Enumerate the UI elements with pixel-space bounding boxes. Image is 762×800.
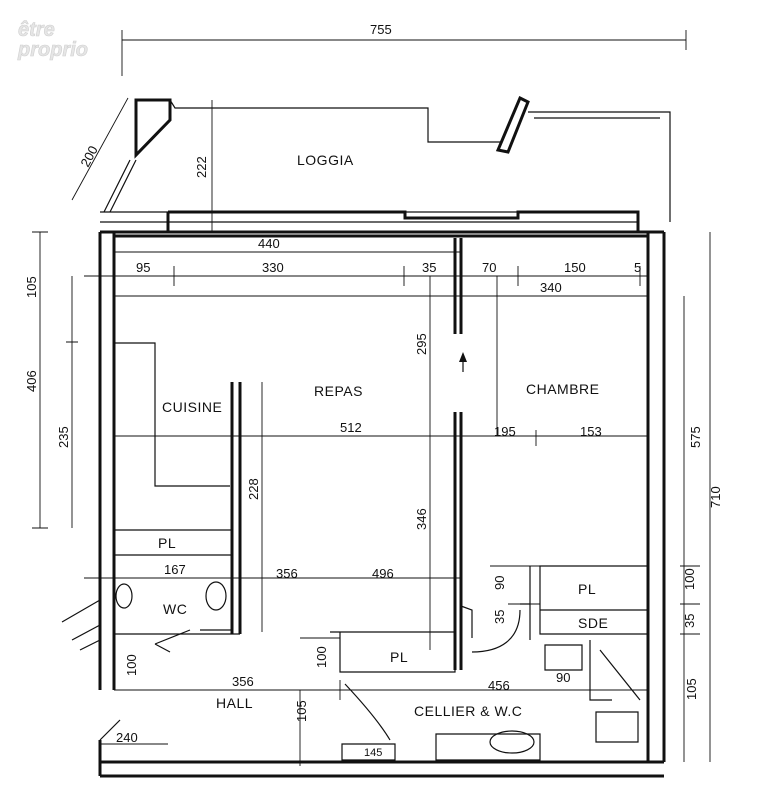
room-labels: LOGGIA REPAS CHAMBRE CUISINE WC HALL CEL…	[158, 152, 608, 719]
dim-356-mid: 356	[276, 566, 298, 581]
dim-105-hall: 105	[294, 700, 309, 722]
room-repas: REPAS	[314, 383, 363, 399]
dim-340: 340	[540, 280, 562, 295]
dim-195: 195	[494, 424, 516, 439]
dim-512: 512	[340, 420, 362, 435]
interior-partitions	[99, 238, 649, 761]
dim-456: 456	[488, 678, 510, 693]
dim-5: 5	[634, 260, 641, 275]
dim-167: 167	[164, 562, 186, 577]
dimension-labels: 755 222 200 440 95 330 35 70 150 5 340 2…	[24, 22, 723, 759]
dim-228: 228	[246, 478, 261, 500]
room-loggia: LOGGIA	[297, 152, 354, 168]
dim-330: 330	[262, 260, 284, 275]
dim-496: 496	[372, 566, 394, 581]
dim-105-left: 105	[24, 276, 39, 298]
dim-95: 95	[136, 260, 150, 275]
dim-90-a: 90	[492, 576, 507, 590]
watermark-line1: être	[18, 19, 55, 41]
dim-100-cellier: 100	[314, 646, 329, 668]
walls	[61, 95, 671, 778]
dimension-lines	[32, 30, 711, 766]
dim-90-c: 90	[556, 670, 570, 685]
dim-70: 70	[482, 260, 496, 275]
watermark-line2: proprio	[17, 39, 88, 61]
room-cuisine: CUISINE	[162, 399, 222, 415]
dim-100-right: 100	[682, 568, 697, 590]
dim-356-hall: 356	[232, 674, 254, 689]
storage-pl-kitchen: PL	[158, 535, 176, 551]
dim-235: 235	[56, 426, 71, 448]
dim-35-right: 35	[682, 614, 697, 628]
dim-loggia-depth: 222	[194, 156, 209, 178]
dim-575: 575	[688, 426, 703, 448]
dim-100-hall: 100	[124, 654, 139, 676]
dim-240: 240	[116, 730, 138, 745]
dim-105-right: 105	[684, 678, 699, 700]
dim-35-b: 35	[492, 610, 507, 624]
dim-440: 440	[258, 236, 280, 251]
dim-35-top: 35	[422, 260, 436, 275]
dim-150: 150	[564, 260, 586, 275]
dim-346: 346	[414, 508, 429, 530]
storage-pl-cellier: PL	[390, 649, 408, 665]
room-cellier: CELLIER & W.C	[414, 703, 522, 719]
dim-153: 153	[580, 424, 602, 439]
dim-406: 406	[24, 370, 39, 392]
dim-loggia-side: 200	[77, 143, 100, 169]
watermark-logo: être proprio	[17, 19, 89, 62]
room-wc: WC	[163, 601, 187, 617]
dim-710: 710	[708, 486, 723, 508]
storage-pl-bathroom: PL	[578, 581, 596, 597]
dim-295: 295	[414, 333, 429, 355]
room-sde: SDE	[578, 615, 608, 631]
dim-overall-width: 755	[370, 22, 392, 37]
room-hall: HALL	[216, 695, 253, 711]
dim-145: 145	[364, 747, 382, 759]
room-chambre: CHAMBRE	[526, 381, 600, 397]
